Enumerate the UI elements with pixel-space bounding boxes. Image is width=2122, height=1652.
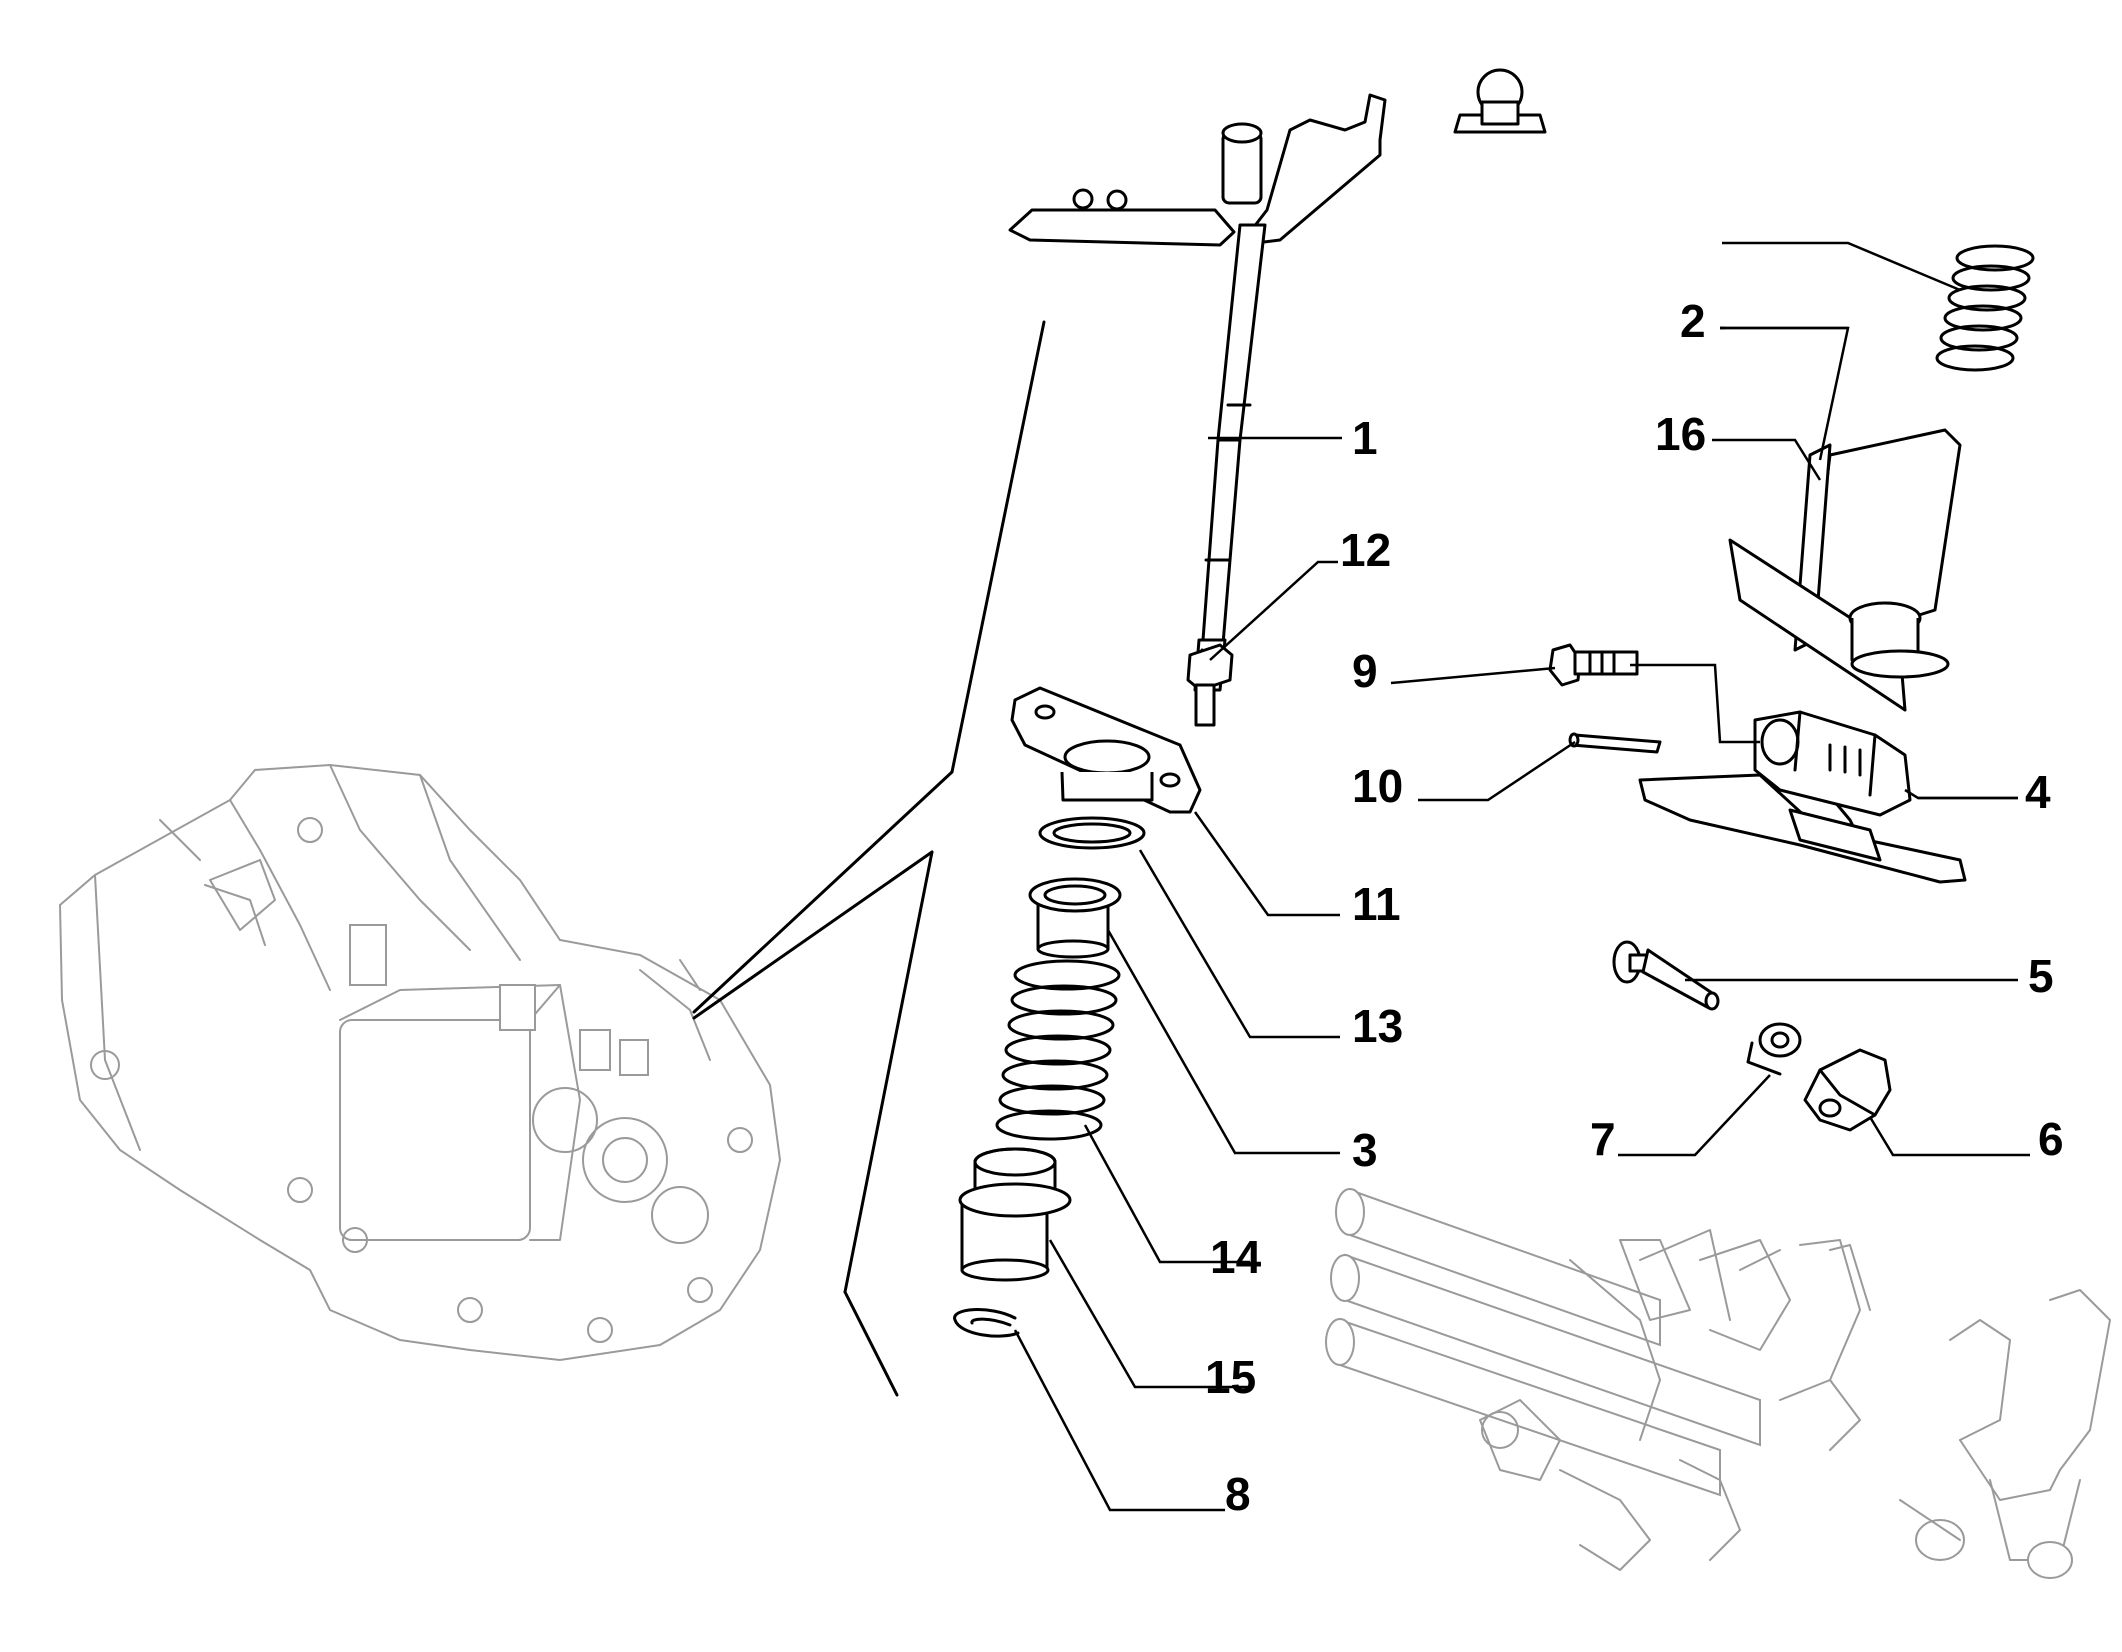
callout-9: 9 bbox=[1352, 645, 1378, 697]
explosion-guide-lines bbox=[692, 320, 1046, 1397]
callout-7: 7 bbox=[1590, 1113, 1616, 1165]
part-5-pin bbox=[1612, 940, 1720, 1011]
callout-5: 5 bbox=[2028, 950, 2054, 1002]
part-14-spring bbox=[995, 959, 1121, 1141]
part-9-bolt bbox=[1548, 643, 1639, 687]
callout-13: 13 bbox=[1352, 1000, 1403, 1052]
callout-2: 2 bbox=[1680, 295, 1706, 347]
part-2-spring bbox=[1935, 244, 2035, 372]
callout-3: 3 bbox=[1352, 1124, 1378, 1176]
callout-1: 1 bbox=[1352, 412, 1378, 464]
callout-10: 10 bbox=[1352, 760, 1403, 812]
part-15-sleeve bbox=[958, 1147, 1072, 1282]
gearbox-housing-illustration bbox=[58, 763, 782, 1362]
part-3-bushing bbox=[1028, 877, 1122, 959]
callout-12: 12 bbox=[1340, 524, 1391, 576]
callout-15: 15 bbox=[1205, 1351, 1256, 1403]
leader-16 bbox=[1712, 438, 1822, 481]
part-4-selector-lever bbox=[1638, 710, 1967, 884]
part-1-selector-shaft bbox=[1008, 68, 1547, 692]
part-16-bracket bbox=[1728, 428, 1962, 712]
part-10-pin bbox=[1568, 732, 1662, 754]
shift-forks-rods-illustration bbox=[1325, 1188, 2111, 1579]
part-13-washer bbox=[1038, 816, 1146, 850]
callout-numbers: 1 2 3 4 5 6 7 8 9 10 11 12 13 14 15 16 bbox=[1205, 295, 2064, 1520]
callout-4: 4 bbox=[2025, 766, 2051, 818]
callout-14: 14 bbox=[1210, 1231, 1262, 1283]
part-7-clip bbox=[1746, 1022, 1802, 1076]
callout-16: 16 bbox=[1655, 408, 1706, 460]
callout-11: 11 bbox=[1352, 878, 1401, 930]
part-8-circlip bbox=[953, 1308, 1020, 1338]
part-12-bolt bbox=[1186, 643, 1234, 727]
part-11-flange bbox=[1010, 686, 1202, 814]
part-6-cam bbox=[1803, 1048, 1892, 1132]
callout-6: 6 bbox=[2038, 1113, 2064, 1165]
callout-8: 8 bbox=[1225, 1468, 1251, 1520]
leader-lines bbox=[1013, 241, 2030, 1512]
